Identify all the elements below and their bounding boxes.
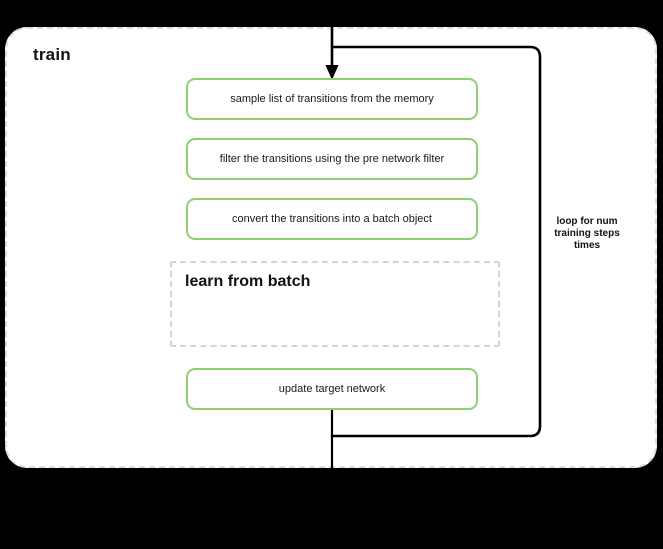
loop-annotation-label: loop for num training steps times bbox=[554, 216, 620, 251]
node-filter-transitions[interactable]: filter the transitions using the pre net… bbox=[186, 138, 478, 180]
subgraph-learn-from-batch[interactable]: learn from batch bbox=[170, 261, 500, 347]
page-title: train bbox=[33, 45, 71, 64]
node-convert-to-batch[interactable]: convert the transitions into a batch obj… bbox=[186, 198, 478, 240]
node-label: filter the transitions using the pre net… bbox=[219, 153, 445, 165]
node-label: sample list of transitions from the memo… bbox=[230, 93, 434, 105]
subgraph-title: learn from batch bbox=[185, 273, 311, 290]
node-sample-transitions[interactable]: sample list of transitions from the memo… bbox=[186, 78, 478, 120]
node-update-target-network[interactable]: update target network bbox=[186, 368, 478, 410]
node-label: convert the transitions into a batch obj… bbox=[232, 213, 432, 225]
node-label: update target network bbox=[278, 383, 386, 395]
